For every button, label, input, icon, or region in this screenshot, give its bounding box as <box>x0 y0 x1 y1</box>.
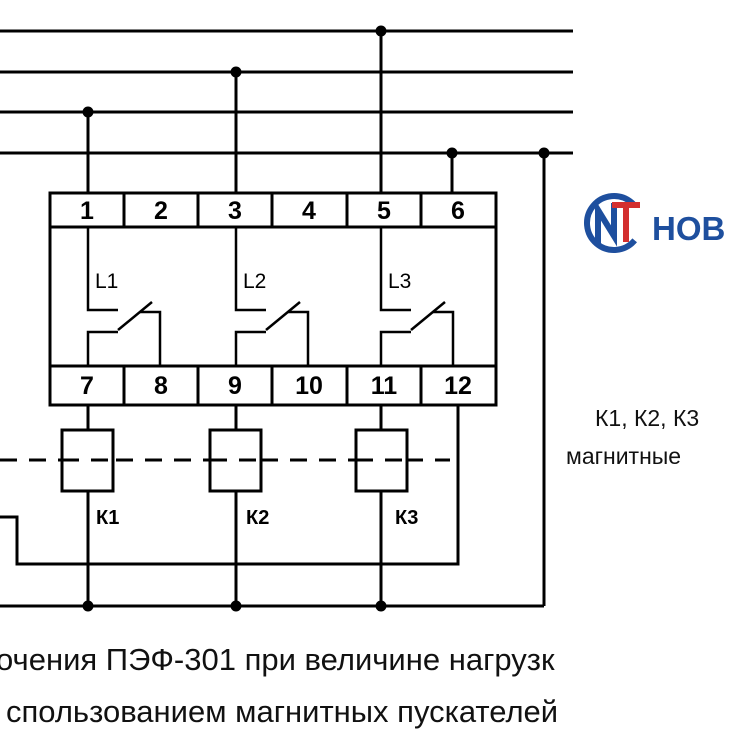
coil-label-k1: К1 <box>96 507 119 529</box>
junction-dot <box>82 106 94 118</box>
terminal-bottom-12: 12 <box>444 372 472 400</box>
power-buses <box>0 29 573 155</box>
novatek-logo-icon <box>584 193 644 253</box>
junction-dot <box>230 600 242 612</box>
relay-contact-3: L3 <box>379 227 455 366</box>
terminal-bottom-10: 10 <box>295 372 323 400</box>
terminal-bottom-7: 7 <box>80 372 94 400</box>
coil-label-k3: К3 <box>395 507 418 529</box>
terminal-bottom-8: 8 <box>154 372 168 400</box>
terminal-top-5: 5 <box>377 197 391 225</box>
junction-dot <box>446 147 458 159</box>
note-line-2: магнитные <box>566 443 681 469</box>
relay-block: 1 2 3 4 5 6 7 8 9 10 11 12 L1 L2 <box>48 191 498 407</box>
contact-label-l2: L2 <box>243 270 266 293</box>
terminal-bottom-11: 11 <box>371 372 398 400</box>
contact-label-l3: L3 <box>388 270 411 293</box>
junction-dot <box>230 66 242 78</box>
coil-label-k2: К2 <box>246 507 269 529</box>
coil-section: К1 К2 К3 <box>0 405 544 612</box>
junction-dot <box>375 25 387 37</box>
junction-dot <box>82 600 94 612</box>
brand-logo: НОВ <box>584 193 725 253</box>
terminal-top-1: 1 <box>80 197 94 225</box>
caption-line-2: спользованием магнитных пускателей <box>6 694 558 729</box>
terminal-bottom-9: 9 <box>228 372 242 400</box>
note-line-1: К1, К2, К3 <box>595 405 699 431</box>
feed-wires <box>82 25 550 606</box>
contact-label-l1: L1 <box>95 270 118 293</box>
terminal-top-4: 4 <box>302 197 316 225</box>
terminal-top-2: 2 <box>154 197 168 225</box>
caption-line-1: очения ПЭФ-301 при величине нагрузк <box>0 642 555 677</box>
terminal-top-6: 6 <box>451 197 465 225</box>
brand-name: НОВ <box>652 210 725 247</box>
relay-contact-2: L2 <box>234 227 310 366</box>
junction-dot <box>375 600 387 612</box>
terminal-top-3: 3 <box>228 197 242 225</box>
junction-dot <box>538 147 550 159</box>
relay-contact-1: L1 <box>86 227 162 366</box>
